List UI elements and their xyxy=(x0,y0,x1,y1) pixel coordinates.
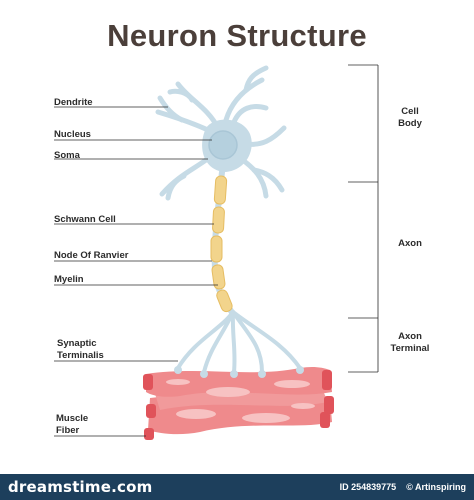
dendrite-branch xyxy=(231,104,269,125)
diagram-title: Neuron Structure xyxy=(107,18,367,53)
muscle-highlight xyxy=(176,409,216,419)
synaptic-bulbs xyxy=(174,366,304,378)
region-bracket xyxy=(348,64,379,373)
muscle-fiber-end-bottom-left xyxy=(144,428,154,440)
dendrite-branch xyxy=(165,173,187,201)
label-nucleus: Nucleus xyxy=(54,129,91,140)
label-synaptic-terminals: Synaptic Terminalis xyxy=(57,338,104,361)
label-soma: Soma xyxy=(54,150,80,161)
muscle-fiber-end-bottom-right xyxy=(320,412,330,428)
region-label-cell-body: Cell Body xyxy=(398,106,422,129)
muscle-fiber-illustration xyxy=(143,366,334,440)
nucleus-shape xyxy=(208,130,238,160)
muscle-highlight xyxy=(274,380,310,388)
muscle-fiber-end-top-right xyxy=(322,370,332,390)
label-node-of-ranvier: Node Of Ranvier xyxy=(54,250,129,261)
dendrite-branch xyxy=(251,167,285,193)
muscle-highlight xyxy=(242,413,290,423)
label-schwann-cell: Schwann Cell xyxy=(54,214,116,225)
muscle-fiber-end-mid-left xyxy=(146,404,156,418)
footer-bar: dreamstime.com ID 254839775 © Artinspirin… xyxy=(0,474,474,500)
dendrite-branch xyxy=(243,125,287,147)
dendrite-branch xyxy=(243,65,269,93)
muscle-fiber-end-top-left xyxy=(143,374,153,390)
leader-lines xyxy=(54,106,218,437)
dendrite-branch xyxy=(157,95,185,123)
label-myelin: Myelin xyxy=(54,274,84,285)
muscle-highlight xyxy=(206,387,250,397)
label-muscle-fiber: Muscle Fiber xyxy=(56,413,89,436)
author-credit: © Artinspiring xyxy=(406,482,466,492)
dendrite-branch xyxy=(237,155,269,199)
footer-id: ID 254839775 © Artinspiring xyxy=(340,482,466,492)
label-dendrite: Dendrite xyxy=(54,97,93,108)
dendrite-branch xyxy=(155,109,215,135)
cell-body-illustration xyxy=(155,65,287,201)
axon-terminal-branches xyxy=(176,310,302,374)
region-label-axon: Axon xyxy=(398,238,422,249)
dendrite-branch xyxy=(223,77,265,123)
region-label-axon-terminal: Axon Terminal xyxy=(390,331,430,354)
myelin-sheath xyxy=(210,175,233,313)
image-id: ID 254839775 xyxy=(339,482,397,492)
footer-brand: dreamstime.com xyxy=(8,478,153,496)
muscle-highlight xyxy=(166,379,190,385)
muscle-fiber-end-mid-right xyxy=(324,396,334,414)
muscle-highlight xyxy=(291,403,315,409)
dendrite-branch xyxy=(167,88,195,103)
muscle-fiber-top xyxy=(146,366,332,397)
